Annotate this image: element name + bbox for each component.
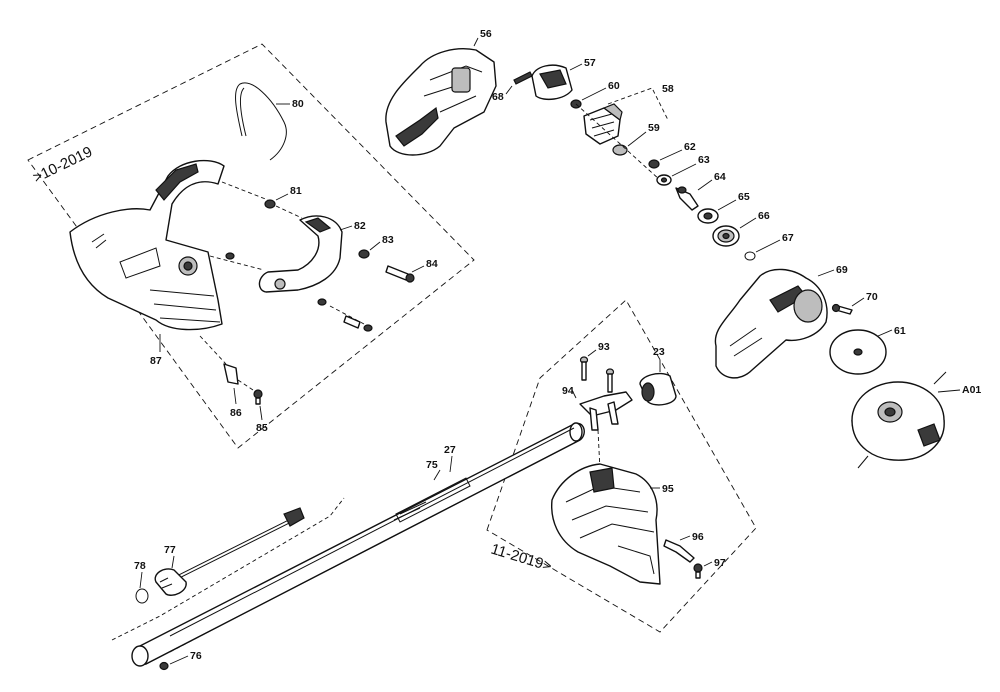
part-76-screw (159, 661, 169, 671)
callout-97: 97 (714, 557, 726, 569)
callout-64: 64 (714, 171, 726, 183)
callout-95: 95 (662, 483, 674, 495)
part-61-disc (829, 329, 887, 375)
part-69-gear-head-housing (714, 268, 828, 379)
part-78-o-ring (135, 588, 149, 604)
callout-83: 83 (382, 234, 394, 246)
callout-82: 82 (354, 220, 366, 232)
part-66-gear-wheel (712, 225, 740, 247)
part-83-washer (358, 249, 370, 259)
callout-23: 23 (653, 346, 665, 358)
part-80-wire-guard (235, 82, 287, 161)
callout-78: 78 (134, 560, 146, 572)
part-97-screw (693, 563, 703, 579)
part-A01-spool-head (851, 371, 947, 469)
group-label-before: >10-2019 (30, 143, 95, 186)
callout-62: 62 (684, 141, 696, 153)
part-68-pin (513, 71, 533, 85)
callout-75: 75 (426, 459, 438, 471)
group-label-after: 11-2019> (489, 541, 554, 576)
small-washer-a (225, 252, 235, 260)
part-87-guard-housing (69, 159, 225, 331)
part-62-nut (648, 159, 660, 169)
part-82-bracket (258, 215, 343, 293)
small-washer-b (317, 298, 327, 306)
callout-85: 85 (256, 422, 268, 434)
callout-93: 93 (598, 341, 610, 353)
callout-67: 67 (782, 232, 794, 244)
part-23-coupling (639, 372, 677, 406)
callout-84: 84 (426, 258, 438, 270)
part-77-drive-shaft (154, 507, 305, 596)
part-64-shaft (675, 186, 699, 211)
callout-94: 94 (562, 385, 574, 397)
part-56-motor-housing (385, 48, 497, 156)
part-94-bracket (579, 391, 633, 431)
callout-57: 57 (584, 57, 596, 69)
part-93-screw-second (605, 368, 615, 393)
part-95-guard (551, 463, 661, 585)
part-84-bolt (385, 265, 415, 283)
part-85-screw (253, 389, 263, 405)
callout-69: 69 (836, 264, 848, 276)
callout-65: 65 (738, 191, 750, 203)
part-96-clip (663, 539, 695, 563)
part-57-motor-cap (531, 64, 573, 101)
callout-81: 81 (290, 185, 302, 197)
group-box-before-10-2019 (27, 43, 475, 449)
callout-87: 87 (150, 355, 162, 367)
small-bolt (343, 315, 373, 332)
callout-59: 59 (648, 122, 660, 134)
callout-66: 66 (758, 210, 770, 222)
callout-80: 80 (292, 98, 304, 110)
part-70-screw (831, 303, 853, 315)
callout-58: 58 (662, 83, 674, 95)
callout-96: 96 (692, 531, 704, 543)
part-81-nut (264, 199, 276, 209)
part-27-main-tube (131, 422, 585, 667)
callout-A01: A01 (962, 384, 981, 396)
callout-68: 68 (492, 91, 504, 103)
callout-77: 77 (164, 544, 176, 556)
callout-60: 60 (608, 80, 620, 92)
part-58-armature (583, 103, 623, 145)
callout-63: 63 (698, 154, 710, 166)
callout-61: 61 (894, 325, 906, 337)
callout-27: 27 (444, 444, 456, 456)
part-75-tube-label (395, 477, 471, 523)
callout-86: 86 (230, 407, 242, 419)
part-59-ring (612, 144, 628, 156)
part-93-screw (579, 356, 589, 381)
callout-76: 76 (190, 650, 202, 662)
part-67-o-ring (744, 251, 756, 261)
group-box-after-11-2019 (486, 299, 757, 633)
callout-70: 70 (866, 291, 878, 303)
part-86-clip (223, 363, 239, 385)
callout-56: 56 (480, 28, 492, 40)
